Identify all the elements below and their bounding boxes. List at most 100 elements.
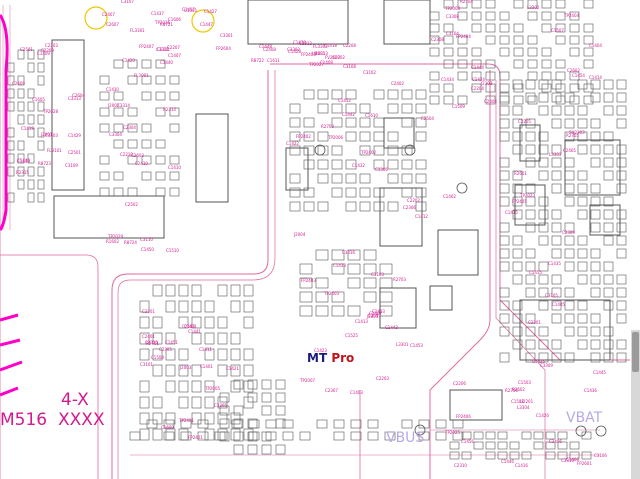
smd-right-10-2 bbox=[525, 209, 536, 220]
smd-lower-mid-4-7 bbox=[230, 348, 241, 361]
lbl-r2702: R2702 bbox=[321, 124, 334, 129]
smd-center-8-9 bbox=[415, 201, 427, 212]
smd-right-20-7 bbox=[590, 339, 601, 350]
smd-right-16-0 bbox=[499, 287, 510, 298]
smd-top-right-4-11 bbox=[583, 47, 594, 57]
smd-left-3-1 bbox=[17, 88, 25, 99]
smd-right-0-7 bbox=[590, 79, 601, 90]
smd-right-14-6 bbox=[577, 261, 588, 272]
smd-center-6-0 bbox=[289, 173, 301, 184]
smd-center-5-6 bbox=[373, 159, 385, 170]
smd-bottom-right-0-1 bbox=[461, 431, 472, 440]
smd-bottom-0-13 bbox=[350, 419, 362, 429]
scrollbar-thumb[interactable] bbox=[632, 332, 639, 372]
smd-top-right-2-8 bbox=[541, 23, 552, 33]
smd-right-9-0 bbox=[499, 196, 510, 207]
smd-bottom-right-0-2 bbox=[473, 431, 484, 440]
smd-mid-bottom-5-4 bbox=[275, 444, 286, 455]
test-point-5 bbox=[456, 182, 468, 194]
smd-lower-mid-7-6 bbox=[217, 396, 228, 409]
smd-upper-left-6-2 bbox=[127, 155, 138, 165]
lbl-c2408: C2408 bbox=[263, 47, 276, 52]
smd-upper-left-7-0 bbox=[99, 171, 110, 181]
smd-bottom-right-2-1 bbox=[461, 451, 472, 460]
lbl-c3107: C3107 bbox=[121, 0, 134, 4]
smd-left-11-0 bbox=[7, 192, 15, 203]
smd-top-right-1-9 bbox=[555, 11, 566, 21]
lbl-c1431: C1431 bbox=[184, 324, 197, 329]
lbl-c1438: C1438 bbox=[293, 40, 306, 45]
ic-u1603 bbox=[383, 117, 415, 149]
smd-top-right-2-3 bbox=[471, 23, 482, 33]
smd-right-16-2 bbox=[525, 287, 536, 298]
smd-upper-left-1-0 bbox=[99, 75, 110, 85]
lbl-c2403: C2403 bbox=[372, 309, 385, 314]
smd-top-right-7-6 bbox=[513, 83, 524, 93]
lbl-fp2402: FP2402 bbox=[296, 134, 311, 139]
smd-right-10-6 bbox=[577, 209, 588, 220]
smd-center-1-0 bbox=[289, 103, 301, 114]
smd-top-right-8-1 bbox=[443, 95, 454, 105]
smd-top-right-1-3 bbox=[471, 11, 482, 21]
smd-lower-mid-1-3 bbox=[178, 300, 189, 313]
smd-right-12-0 bbox=[499, 235, 510, 246]
smd-top-right-6-10 bbox=[569, 71, 580, 81]
smd-lower-mid-3-7 bbox=[230, 332, 241, 345]
smd-bottom-0-17 bbox=[418, 419, 430, 429]
brand-mt: MT bbox=[307, 351, 328, 365]
smd-right-10-9 bbox=[616, 209, 627, 220]
vertical-scrollbar[interactable] bbox=[631, 330, 640, 479]
smd-upper-left-3-4 bbox=[155, 107, 166, 117]
smd-top-right-6-9 bbox=[555, 71, 566, 81]
smd-lower-mid-9-5 bbox=[204, 428, 215, 441]
lbl-r8723: R8723 bbox=[38, 161, 51, 166]
lbl-c1411: C1411 bbox=[199, 347, 212, 352]
smd-right-9-7 bbox=[590, 196, 601, 207]
smd-right-18-9 bbox=[616, 313, 627, 324]
smd-lower-mid-6-0 bbox=[139, 380, 150, 393]
smd-left-5-3 bbox=[37, 114, 45, 125]
smd-right-6-0 bbox=[499, 157, 510, 168]
smd-bottom-0-2 bbox=[163, 419, 175, 429]
smd-right-8-5 bbox=[564, 183, 575, 194]
smd-top-right-8-4 bbox=[485, 95, 496, 105]
smd-center-3-7 bbox=[387, 131, 399, 142]
smd-lower-mid-0-7 bbox=[230, 284, 241, 297]
outline-bottom-left bbox=[0, 254, 99, 479]
smd-right-12-8 bbox=[603, 235, 614, 246]
smd-top-right-1-2 bbox=[457, 11, 468, 21]
lbl-r2703: R2703 bbox=[393, 277, 406, 282]
smd-lower-mid-9-7 bbox=[230, 428, 241, 441]
smd-center-0-7 bbox=[387, 89, 399, 100]
lbl-fl3101: FL3101 bbox=[47, 148, 62, 153]
smd-left-5-1 bbox=[17, 114, 25, 125]
smd-center-8-4 bbox=[345, 201, 357, 212]
lbl-r2601: R2601 bbox=[514, 171, 527, 176]
smd-center-6-2 bbox=[317, 173, 329, 184]
smd-right-12-1 bbox=[512, 235, 523, 246]
lbl-c3109: C3109 bbox=[65, 163, 78, 168]
smd-bottom-1-13 bbox=[350, 431, 362, 441]
smd-left-0-1 bbox=[17, 49, 25, 60]
smd-lower-mid-1-8 bbox=[243, 300, 254, 313]
smd-top-right-6-7 bbox=[527, 71, 538, 81]
smd-mid-bottom-5-2 bbox=[247, 444, 258, 455]
smd-right-9-2 bbox=[525, 196, 536, 207]
smd-right-18-7 bbox=[590, 313, 601, 324]
lbl-u1501: U1501 bbox=[184, 8, 198, 13]
smd-lower-mid-0-3 bbox=[178, 284, 189, 297]
smd-top-right-5-8 bbox=[541, 59, 552, 69]
lbl-c3303: C3303 bbox=[45, 133, 58, 138]
smd-right-4-2 bbox=[525, 131, 536, 142]
smd-lower-mid-2-6 bbox=[217, 316, 228, 329]
lbl-c3102: C3102 bbox=[363, 70, 376, 75]
smd-lower-mid-5-1 bbox=[152, 364, 163, 377]
smd-right-14-8 bbox=[603, 261, 614, 272]
smd-lower-mid-5-8 bbox=[243, 364, 254, 377]
lbl-c3103: C3103 bbox=[371, 272, 384, 277]
smd-center-5-4 bbox=[345, 159, 357, 170]
smd-upper-left-3-5 bbox=[169, 107, 180, 117]
smd-right-5-1 bbox=[512, 144, 523, 155]
smd-right-5-4 bbox=[551, 144, 562, 155]
lbl-c1445: C1445 bbox=[593, 370, 606, 375]
